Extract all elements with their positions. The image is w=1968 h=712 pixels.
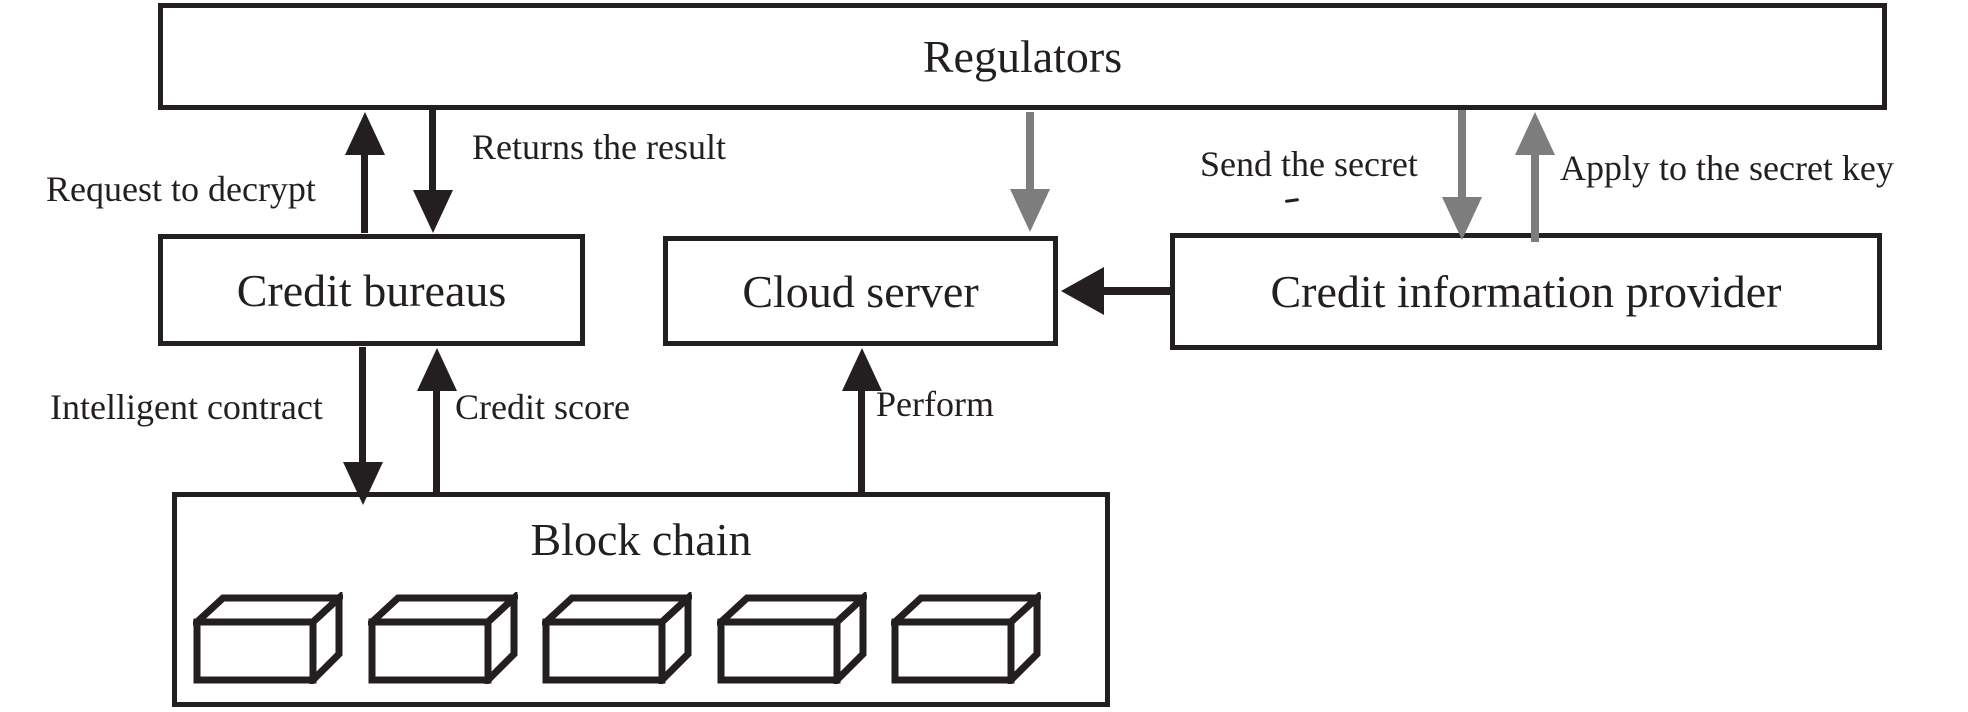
node-cloud-server: Cloud server [663,236,1058,346]
arrow-shaft [433,389,440,492]
arrow-returns-the-result-down [413,110,453,233]
arrow-shaft [429,110,436,193]
arrowhead-up-icon [345,112,385,155]
edge-label-returns-the-result: Returns the result [472,127,726,167]
edge-label-send-the-secret: Send the secret [1200,144,1418,184]
arrow-request-to-decrypt-up [345,112,385,233]
arrowhead-left-icon [1061,267,1104,315]
arrow-shaft [361,153,368,233]
node-block-chain-label: Block chain [530,514,752,565]
blockchain-blocks [177,592,1105,684]
arrow-shaft [1103,287,1170,295]
arrow-credit-score-up [417,348,457,492]
node-credit-information-provider-label: Credit information provider [1270,266,1782,317]
block-cube-icon [716,592,867,684]
node-credit-information-provider: Credit information provider [1170,233,1882,350]
edge-label-perform: Perform [876,384,994,424]
arrowhead-up-icon [1515,112,1555,155]
node-regulators: Regulators [158,3,1887,110]
edge-label-apply-to-the-secret-key: Apply to the secret key [1560,148,1894,188]
arrowhead-down-icon [343,462,383,505]
arrow-apply-to-secret-key-up [1515,112,1555,242]
block-cube-icon [542,592,692,684]
arrow-shaft [858,389,865,492]
arrowhead-down-icon [1442,197,1482,240]
arrow-send-the-secret-down [1442,110,1482,240]
node-cloud-server-label: Cloud server [742,265,979,317]
node-credit-bureaus-label: Credit bureaus [236,264,507,316]
arrow-provider-to-cloud-left [1061,267,1170,315]
node-credit-bureaus: Credit bureaus [158,234,585,346]
arrow-regulators-to-cloud-down [1010,112,1050,232]
node-block-chain: Block chain [172,492,1110,707]
edge-label-intelligent-contract: Intelligent contract [50,387,323,427]
edge-label-credit-score: Credit score [455,387,630,427]
arrowhead-down-icon [1010,189,1050,232]
block-cube-icon [891,592,1041,684]
arrow-intelligent-contract-down [343,347,383,505]
edge-label-request-to-decrypt: Request to decrypt [46,169,316,209]
arrowhead-up-icon [417,348,457,391]
arrowhead-up-icon [842,348,882,391]
arrowhead-down-icon [413,190,453,233]
arrow-shaft [359,347,366,465]
arrow-perform-up [842,348,882,492]
stray-dash-mark [1284,198,1300,203]
block-cube-icon [193,592,343,684]
node-regulators-label: Regulators [922,31,1123,82]
arrow-shaft [1026,112,1034,192]
arrow-shaft [1458,110,1466,200]
arrow-shaft [1531,153,1539,242]
block-cube-icon [367,592,518,684]
